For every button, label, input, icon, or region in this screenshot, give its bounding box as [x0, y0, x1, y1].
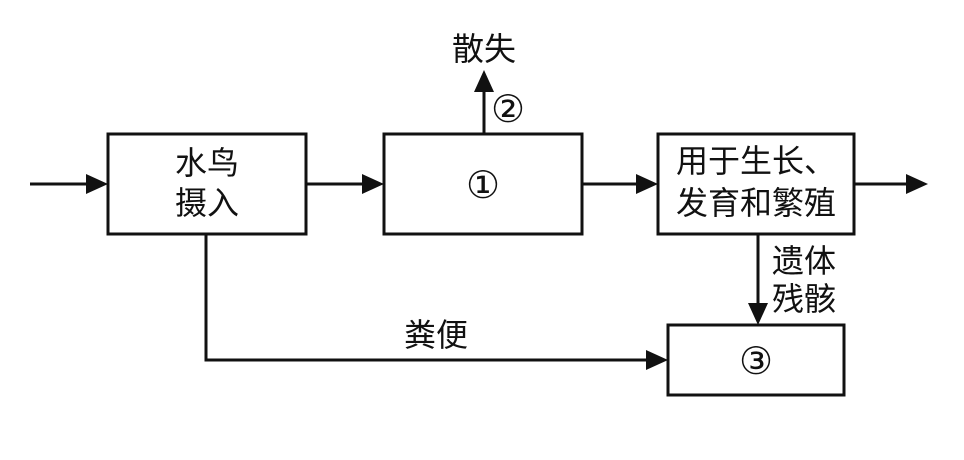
intake-label-line1: 水鸟: [175, 144, 239, 182]
remains-arrowhead: [748, 303, 768, 325]
loss-arrowhead: [474, 70, 494, 92]
growth-label-line1: 用于生长、: [676, 142, 836, 180]
feces-arrowhead: [646, 350, 668, 370]
intake-box: [106, 132, 308, 236]
intake-to-assimilation-arrowhead: [362, 174, 384, 194]
input-arrowhead: [86, 174, 108, 194]
growth-label-line2: 发育和繁殖: [676, 184, 836, 222]
feces-label: 粪便: [404, 316, 468, 354]
decomposer-label: ③: [739, 339, 773, 383]
assimilation-to-growth-arrowhead: [636, 174, 658, 194]
output-arrowhead: [906, 174, 928, 194]
assimilation-box: [382, 132, 584, 236]
assimilation-label: ①: [466, 163, 500, 207]
growth-box: [656, 132, 856, 236]
loss-mark: ②: [491, 87, 525, 131]
remains-label-line2: 残骸: [772, 280, 836, 318]
feces-arrow-line: [204, 234, 646, 362]
loss-label: 散失: [452, 30, 516, 68]
remains-label-line1: 遗体: [772, 242, 836, 280]
intake-label-line2: 摄入: [175, 184, 239, 222]
decomposer-box: [666, 323, 846, 397]
